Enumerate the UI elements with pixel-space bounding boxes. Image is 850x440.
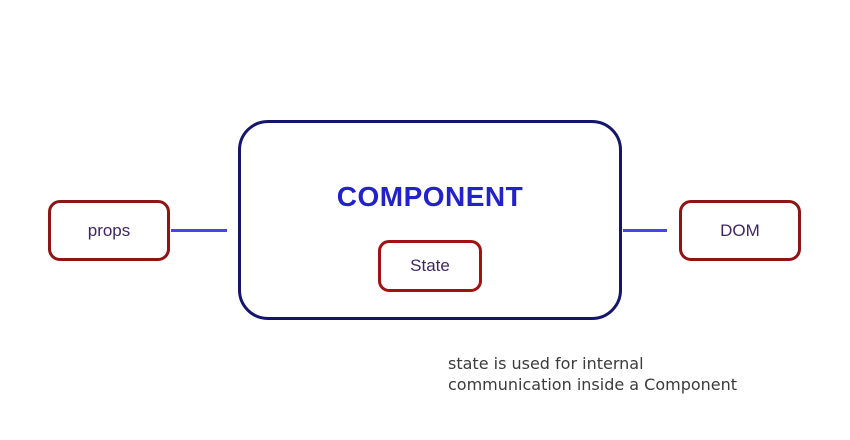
- arrow-shaft: [623, 229, 667, 232]
- state-label: State: [410, 256, 450, 275]
- caption: state is used for internal communication…: [448, 353, 737, 395]
- caption-line-2: communication inside a Component: [448, 375, 738, 394]
- caption-line-1: state is used for internal: [448, 354, 644, 373]
- state-box: State: [378, 240, 482, 292]
- arrow-shaft: [171, 229, 227, 232]
- component-title: COMPONENT: [336, 181, 524, 212]
- props-label: props: [87, 220, 131, 240]
- props-box: props: [48, 200, 170, 261]
- dom-box: DOM: [679, 200, 801, 261]
- component-box: COMPONENT State: [238, 120, 622, 320]
- dom-label: DOM: [720, 220, 760, 240]
